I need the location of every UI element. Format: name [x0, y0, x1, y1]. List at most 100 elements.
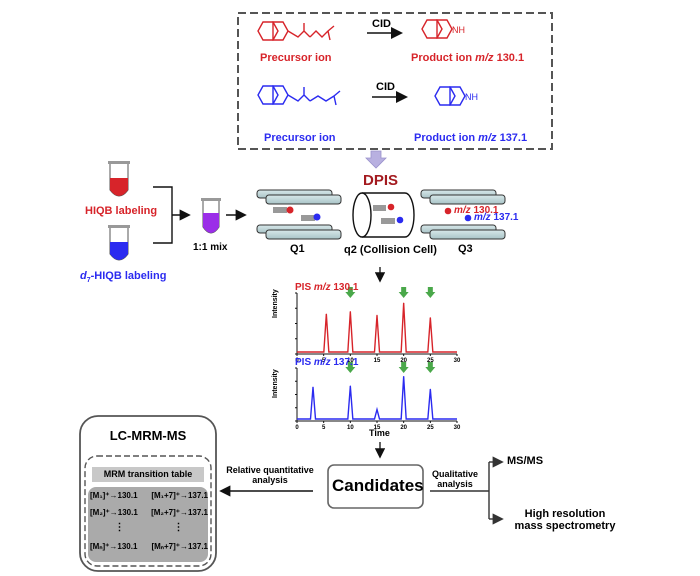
precursor-structure-light [257, 21, 335, 41]
candidate-arrow-icon [345, 287, 356, 298]
cid-label-2: CID [376, 81, 395, 93]
x-tick-label: 25 [427, 425, 434, 431]
mix-label: 1:1 mix [193, 242, 228, 253]
precursor-label-heavy: Precursor ion [264, 132, 336, 144]
msms-label: MS/MS [507, 455, 544, 467]
nh-label-heavy: NH [465, 92, 478, 102]
mz-italic: m/z [474, 212, 491, 223]
x-tick-label: 0 [295, 425, 299, 431]
peak-apex [325, 313, 327, 315]
pis-mz: m/z [313, 282, 331, 293]
pis-value: 130.1 [330, 282, 359, 293]
nh-label-light: NH [452, 25, 465, 35]
candidate-arrow-icon [398, 362, 409, 373]
product-label-prefix: Product ion [411, 52, 476, 64]
d-subscript: 7 [86, 277, 91, 285]
x-tick-label: 30 [454, 425, 461, 431]
mz-value: 130.1 [470, 205, 499, 216]
mrm-ellipsis: ⋮ [173, 522, 184, 533]
candidate-arrow-icon [398, 287, 409, 298]
mrm-table-title: MRM transition table [103, 469, 193, 479]
pis-mz: m/z [313, 357, 331, 368]
pis-prefix: PIS [295, 357, 314, 368]
x-tick-label: 5 [322, 425, 326, 431]
mrm-row: [M₁]⁺→130.1 [M₁+7]⁺→137.1 [90, 491, 208, 508]
chromatogram-trace [297, 303, 457, 353]
peak-apex [376, 408, 378, 411]
qualitative-line1: Qualitative [431, 469, 478, 479]
x-tick-label: 25 [427, 358, 434, 364]
x-tick-label: 5 [322, 358, 326, 364]
q3-label: Q3 [458, 243, 473, 255]
mrm-light-transition: [M₁]⁺→130.1 [90, 491, 138, 500]
merge-bracket [153, 186, 188, 244]
time-axis-label: Time [369, 428, 390, 438]
mrm-ellipsis: ⋮ [114, 522, 125, 533]
product-label-value: 137.1 [496, 132, 528, 144]
peak-apex [376, 314, 378, 316]
d-prefix: d [80, 270, 87, 282]
x-tick-label: 10 [347, 358, 354, 364]
chromatogram-trace [297, 376, 457, 420]
down-arrow-to-dpis [365, 150, 387, 169]
d7-hiqb-labeling-label: d7-HIQB labeling [80, 270, 166, 284]
precursor-label-text: Precursor ion [260, 52, 332, 64]
peak-apex [312, 386, 314, 388]
candidate-arrow-icon [425, 287, 436, 298]
mrm-heavy-transition: [M₂+7]⁺→137.1 [151, 508, 208, 517]
q3-ion-137-label: m/z 137.1 [474, 212, 518, 223]
hrms-line1: High resolution [524, 508, 606, 520]
mrm-table: [M₁]⁺→130.1 [M₁+7]⁺→137.1 [M₂]⁺→130.1 [M₂+… [90, 491, 208, 556]
qualitative-line2: analysis [437, 479, 473, 489]
mz-italic: m/z [454, 205, 471, 216]
tube-heavy [108, 225, 130, 261]
peak-apex [429, 388, 431, 390]
product-label-light: Product ion m/z 130.1 [411, 52, 524, 64]
peak-apex [349, 311, 351, 313]
mrm-row-ellipsis: ⋮⋮ [90, 522, 208, 542]
mrm-heavy-transition: [M₁+7]⁺→137.1 [151, 491, 208, 500]
product-label-prefix: Product ion [414, 132, 479, 144]
intensity-axis-label-2: Intensity [272, 369, 279, 398]
q3-quadrupole [420, 189, 506, 240]
tube-mix [201, 198, 221, 234]
x-tick-label: 15 [374, 425, 381, 431]
d7-suffix: -HIQB labeling [90, 270, 167, 282]
pis-value: 137.1 [330, 357, 359, 368]
mrm-row: [Mₙ]⁺→130.1[Mₙ+7]⁺→137.1 [90, 542, 208, 556]
peak-apex [403, 376, 405, 378]
q1-quadrupole [256, 189, 342, 240]
candidates-label: Candidates [332, 476, 424, 495]
q2-collision-cell [352, 192, 415, 238]
reaction-box [237, 12, 553, 150]
x-tick-label: 0 [295, 358, 299, 364]
product-label-mz: m/z [475, 52, 494, 64]
candidate-arrow-icon [345, 362, 356, 373]
peak-apex [349, 385, 351, 387]
dpis-title: DPIS [363, 172, 399, 189]
product-label-mz: m/z [478, 132, 497, 144]
candidate-arrow-icon [425, 362, 436, 373]
intensity-axis-label-1: Intensity [272, 289, 279, 318]
product-label-value: 130.1 [493, 52, 525, 64]
peak-apex [403, 302, 405, 304]
q2-label: q2 (Collision Cell) [344, 244, 437, 256]
x-tick-label: 20 [400, 425, 407, 431]
relative-quant-line2: analysis [252, 475, 288, 485]
precursor-structure-heavy [257, 85, 341, 106]
mrm-table-title-bg [92, 467, 204, 482]
mrm-light-transition: [M₂]⁺→130.1 [90, 508, 138, 517]
cid-label-1: CID [372, 18, 391, 30]
mrm-light-transition: [Mₙ]⁺→130.1 [90, 542, 138, 551]
precursor-label-light: Precursor ion [260, 52, 332, 64]
hrms-line2: mass spectrometry [514, 520, 616, 532]
pis-137-title: PIS m/z 137.1 [295, 357, 358, 368]
product-label-heavy: Product ion m/z 137.1 [414, 132, 527, 144]
q3-ion-130-label: m/z 130.1 [454, 205, 498, 216]
q1-label: Q1 [290, 243, 305, 255]
candidates-box [327, 464, 424, 509]
